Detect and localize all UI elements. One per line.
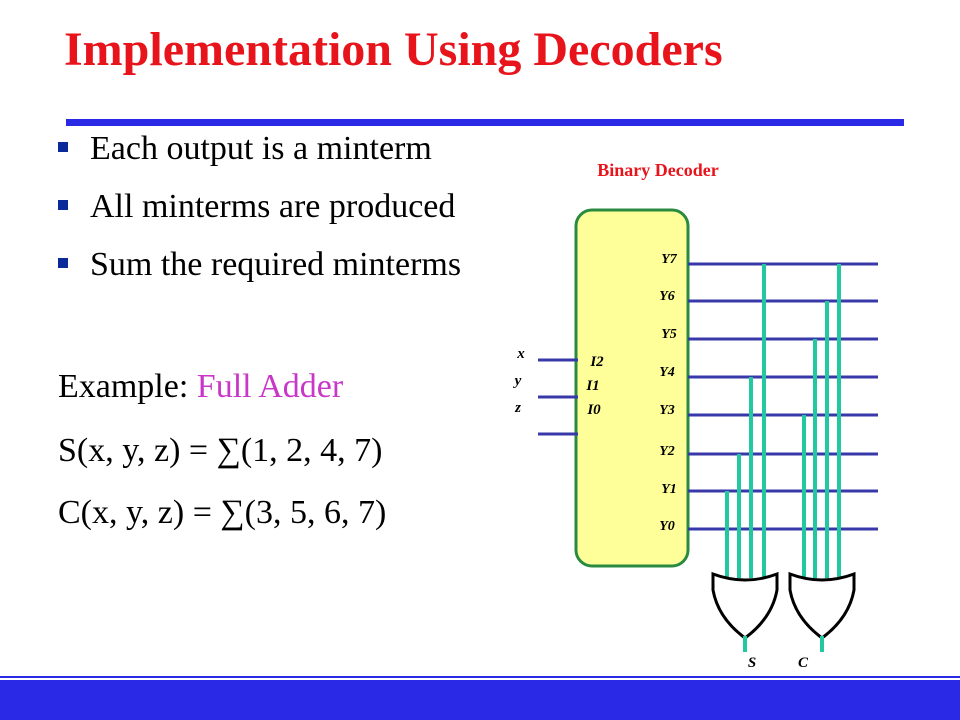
pin-label-y1: Y1 bbox=[661, 482, 677, 497]
pin-label-y4: Y4 bbox=[659, 365, 675, 380]
square-bullet-icon bbox=[58, 200, 68, 211]
input-label-z: z bbox=[514, 400, 521, 416]
pin-label-y7: Y7 bbox=[661, 252, 678, 267]
bullet-item: All minterms are produced bbox=[58, 188, 455, 226]
pin-label-y2: Y2 bbox=[659, 444, 675, 459]
pin-label-i1: I1 bbox=[585, 378, 599, 394]
carry-equation: C(x, y, z) = ∑(3, 5, 6, 7) bbox=[58, 494, 387, 531]
pin-label-y5: Y5 bbox=[661, 327, 677, 342]
title-underline bbox=[66, 119, 904, 126]
input-label-x: x bbox=[516, 346, 525, 362]
pin-label-y3: Y3 bbox=[659, 403, 675, 418]
bullet-item: Each output is a minterm bbox=[58, 130, 432, 168]
example-line: Example: Full Adder bbox=[58, 368, 344, 405]
decoder-title: Binary Decoder bbox=[597, 160, 718, 180]
pin-label-i0: I0 bbox=[586, 402, 601, 418]
decoder-diagram: Binary Decoder x y z I2 I1 I0 Y7 Y6 Y5 Y… bbox=[513, 160, 878, 671]
decoder-block bbox=[574, 208, 690, 568]
square-bullet-icon bbox=[58, 142, 68, 153]
slide-title: Implementation Using Decoders bbox=[64, 23, 723, 76]
pin-label-i2: I2 bbox=[589, 354, 604, 370]
or-gate-sum bbox=[711, 571, 779, 640]
footer-rule bbox=[0, 676, 960, 678]
bullet-item: Sum the required minterms bbox=[58, 246, 461, 284]
sum-label: S bbox=[748, 655, 756, 671]
input-label-y: y bbox=[513, 373, 522, 389]
square-bullet-icon bbox=[58, 258, 68, 269]
pin-label-y6: Y6 bbox=[659, 289, 675, 304]
footer-bar bbox=[0, 680, 960, 720]
carry-label: C bbox=[798, 655, 809, 671]
or-gate-carry bbox=[788, 571, 856, 640]
sum-equation: S(x, y, z) = ∑(1, 2, 4, 7) bbox=[58, 432, 383, 469]
pin-label-y0: Y0 bbox=[659, 519, 675, 534]
